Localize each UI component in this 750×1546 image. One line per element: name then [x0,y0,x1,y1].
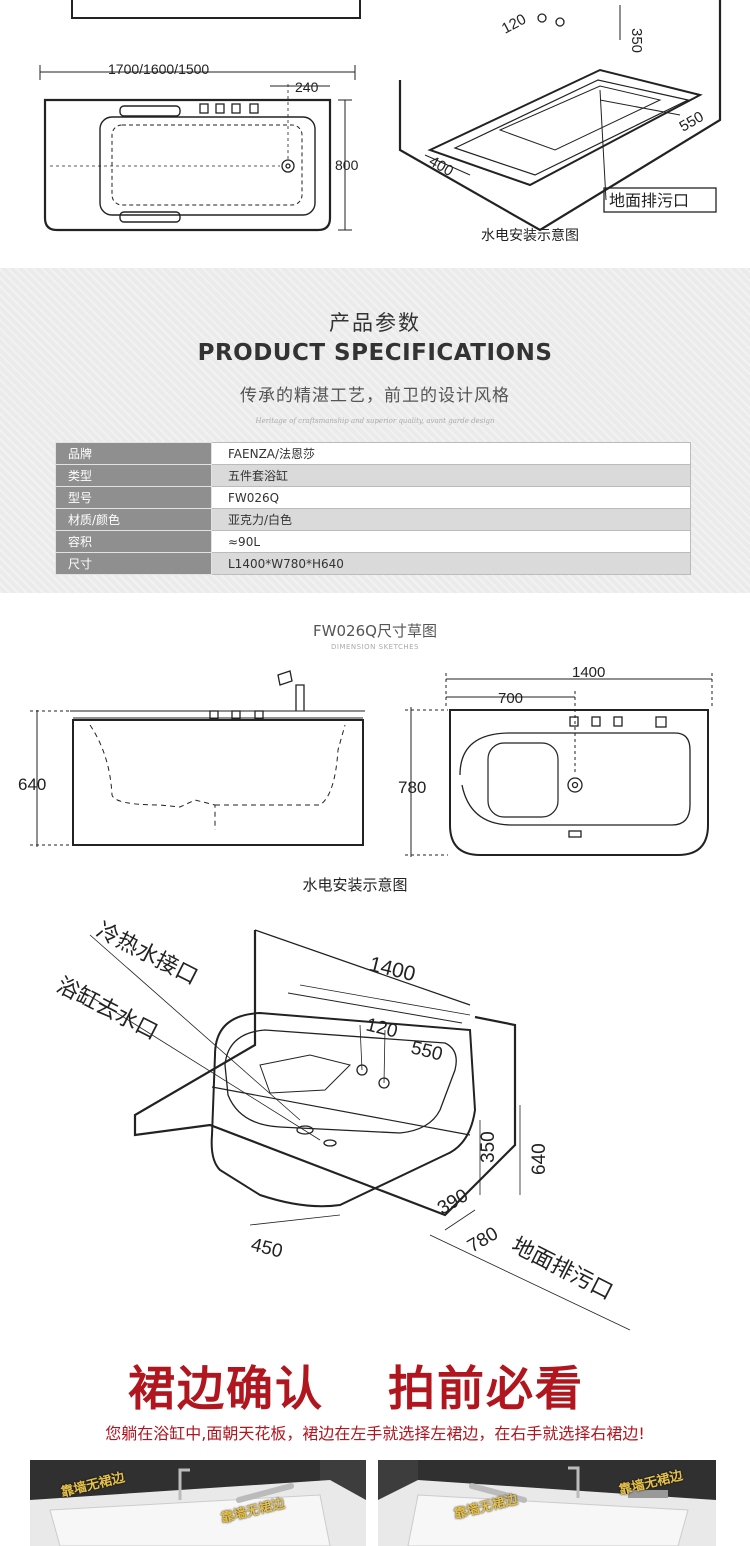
spec-row: 类型五件套浴缸 [55,464,691,487]
spec-value: 亚克力/白色 [211,508,691,531]
notice-title-right: 拍前必看 [388,1362,584,1417]
spec-key: 型号 [55,486,212,509]
dim-120: 120 [499,11,529,38]
spec-row: 材质/颜色亚克力/白色 [55,508,691,531]
sketch-half: 700 [498,690,523,707]
install-d550: 550 [409,1037,445,1065]
sketch-width: 780 [398,778,426,797]
install-length: 1400 [367,953,418,987]
spec-value: 五件套浴缸 [211,464,691,487]
hot-cold-water-label: 冷热水接口 [93,917,202,989]
spec-key: 类型 [55,464,212,487]
sketch-length: 1400 [572,664,605,681]
spec-title-en: PRODUCT SPECIFICATIONS [197,340,553,366]
install-d390: 390 [434,1185,472,1219]
install-d120: 120 [364,1014,400,1042]
spec-key: 容积 [55,530,212,553]
depth-dimension: 800 [335,157,359,173]
floor-drain-label: 地面排污口 [609,192,689,210]
spec-key: 尺寸 [55,552,212,575]
install-d350: 350 [478,1131,499,1163]
sketch-height: 640 [18,775,46,794]
notice-description: 您躺在浴缸中,面朝天花板，裙边在左手就选择左裙边，在右手就选择右裙边! [105,1424,645,1443]
spec-key: 材质/颜色 [55,508,212,531]
right-skirt-photo-art [378,1460,716,1546]
floor-drain-install-label: 地面排污口 [508,1232,617,1304]
sketch-subtitle: DIMENSION SKETCHES [331,643,419,651]
drain-out-label: 浴缸去水口 [53,972,162,1044]
spec-slogan: 传承的精湛工艺，前卫的设计风格 [240,386,510,406]
right-skirt-photo: 靠墙无裙边 靠墙无裙边 [378,1460,716,1546]
sketch-title: FW026Q尺寸草图 [313,622,437,640]
spec-value: FW026Q [211,486,691,509]
installation-diagram-svg: 冷热水接口 浴缸去水口 1400 120 550 350 640 390 450… [53,917,631,1331]
install-caption: 水电安装示意图 [481,227,579,243]
top-drawings-section: 1700/1600/1500 240 800 120 350 550 400 地… [0,0,750,268]
spec-value: FAENZA/法恩莎 [211,442,691,465]
sketch-caption: 水电安装示意图 [302,876,407,894]
left-skirt-photo-art [30,1460,366,1546]
width-dimension: 1700/1600/1500 [108,61,209,77]
spec-title-cn: 产品参数 [329,311,421,335]
offset-dimension: 240 [295,79,319,95]
install-d450: 450 [249,1234,285,1262]
spec-row: 容积≈90L [55,530,691,553]
spec-value: L1400*W780*H640 [211,552,691,575]
top-drawings-svg: 1700/1600/1500 240 800 120 350 550 400 地… [39,0,722,243]
install-d640: 640 [529,1143,550,1175]
spec-value: ≈90L [211,530,691,553]
spec-key: 品牌 [55,442,212,465]
dim-350: 350 [628,28,645,53]
install-d780: 780 [464,1223,502,1257]
notice-title-left: 裙边确认 [128,1362,324,1417]
dimension-sketch-svg: 640 1400 700 780 水电安装示意图 [18,664,713,894]
left-skirt-photo: 靠墙无裙边 靠墙无裙边 [30,1460,366,1546]
spec-slogan-en: Heritage of craftsmanship and superior q… [255,417,495,425]
